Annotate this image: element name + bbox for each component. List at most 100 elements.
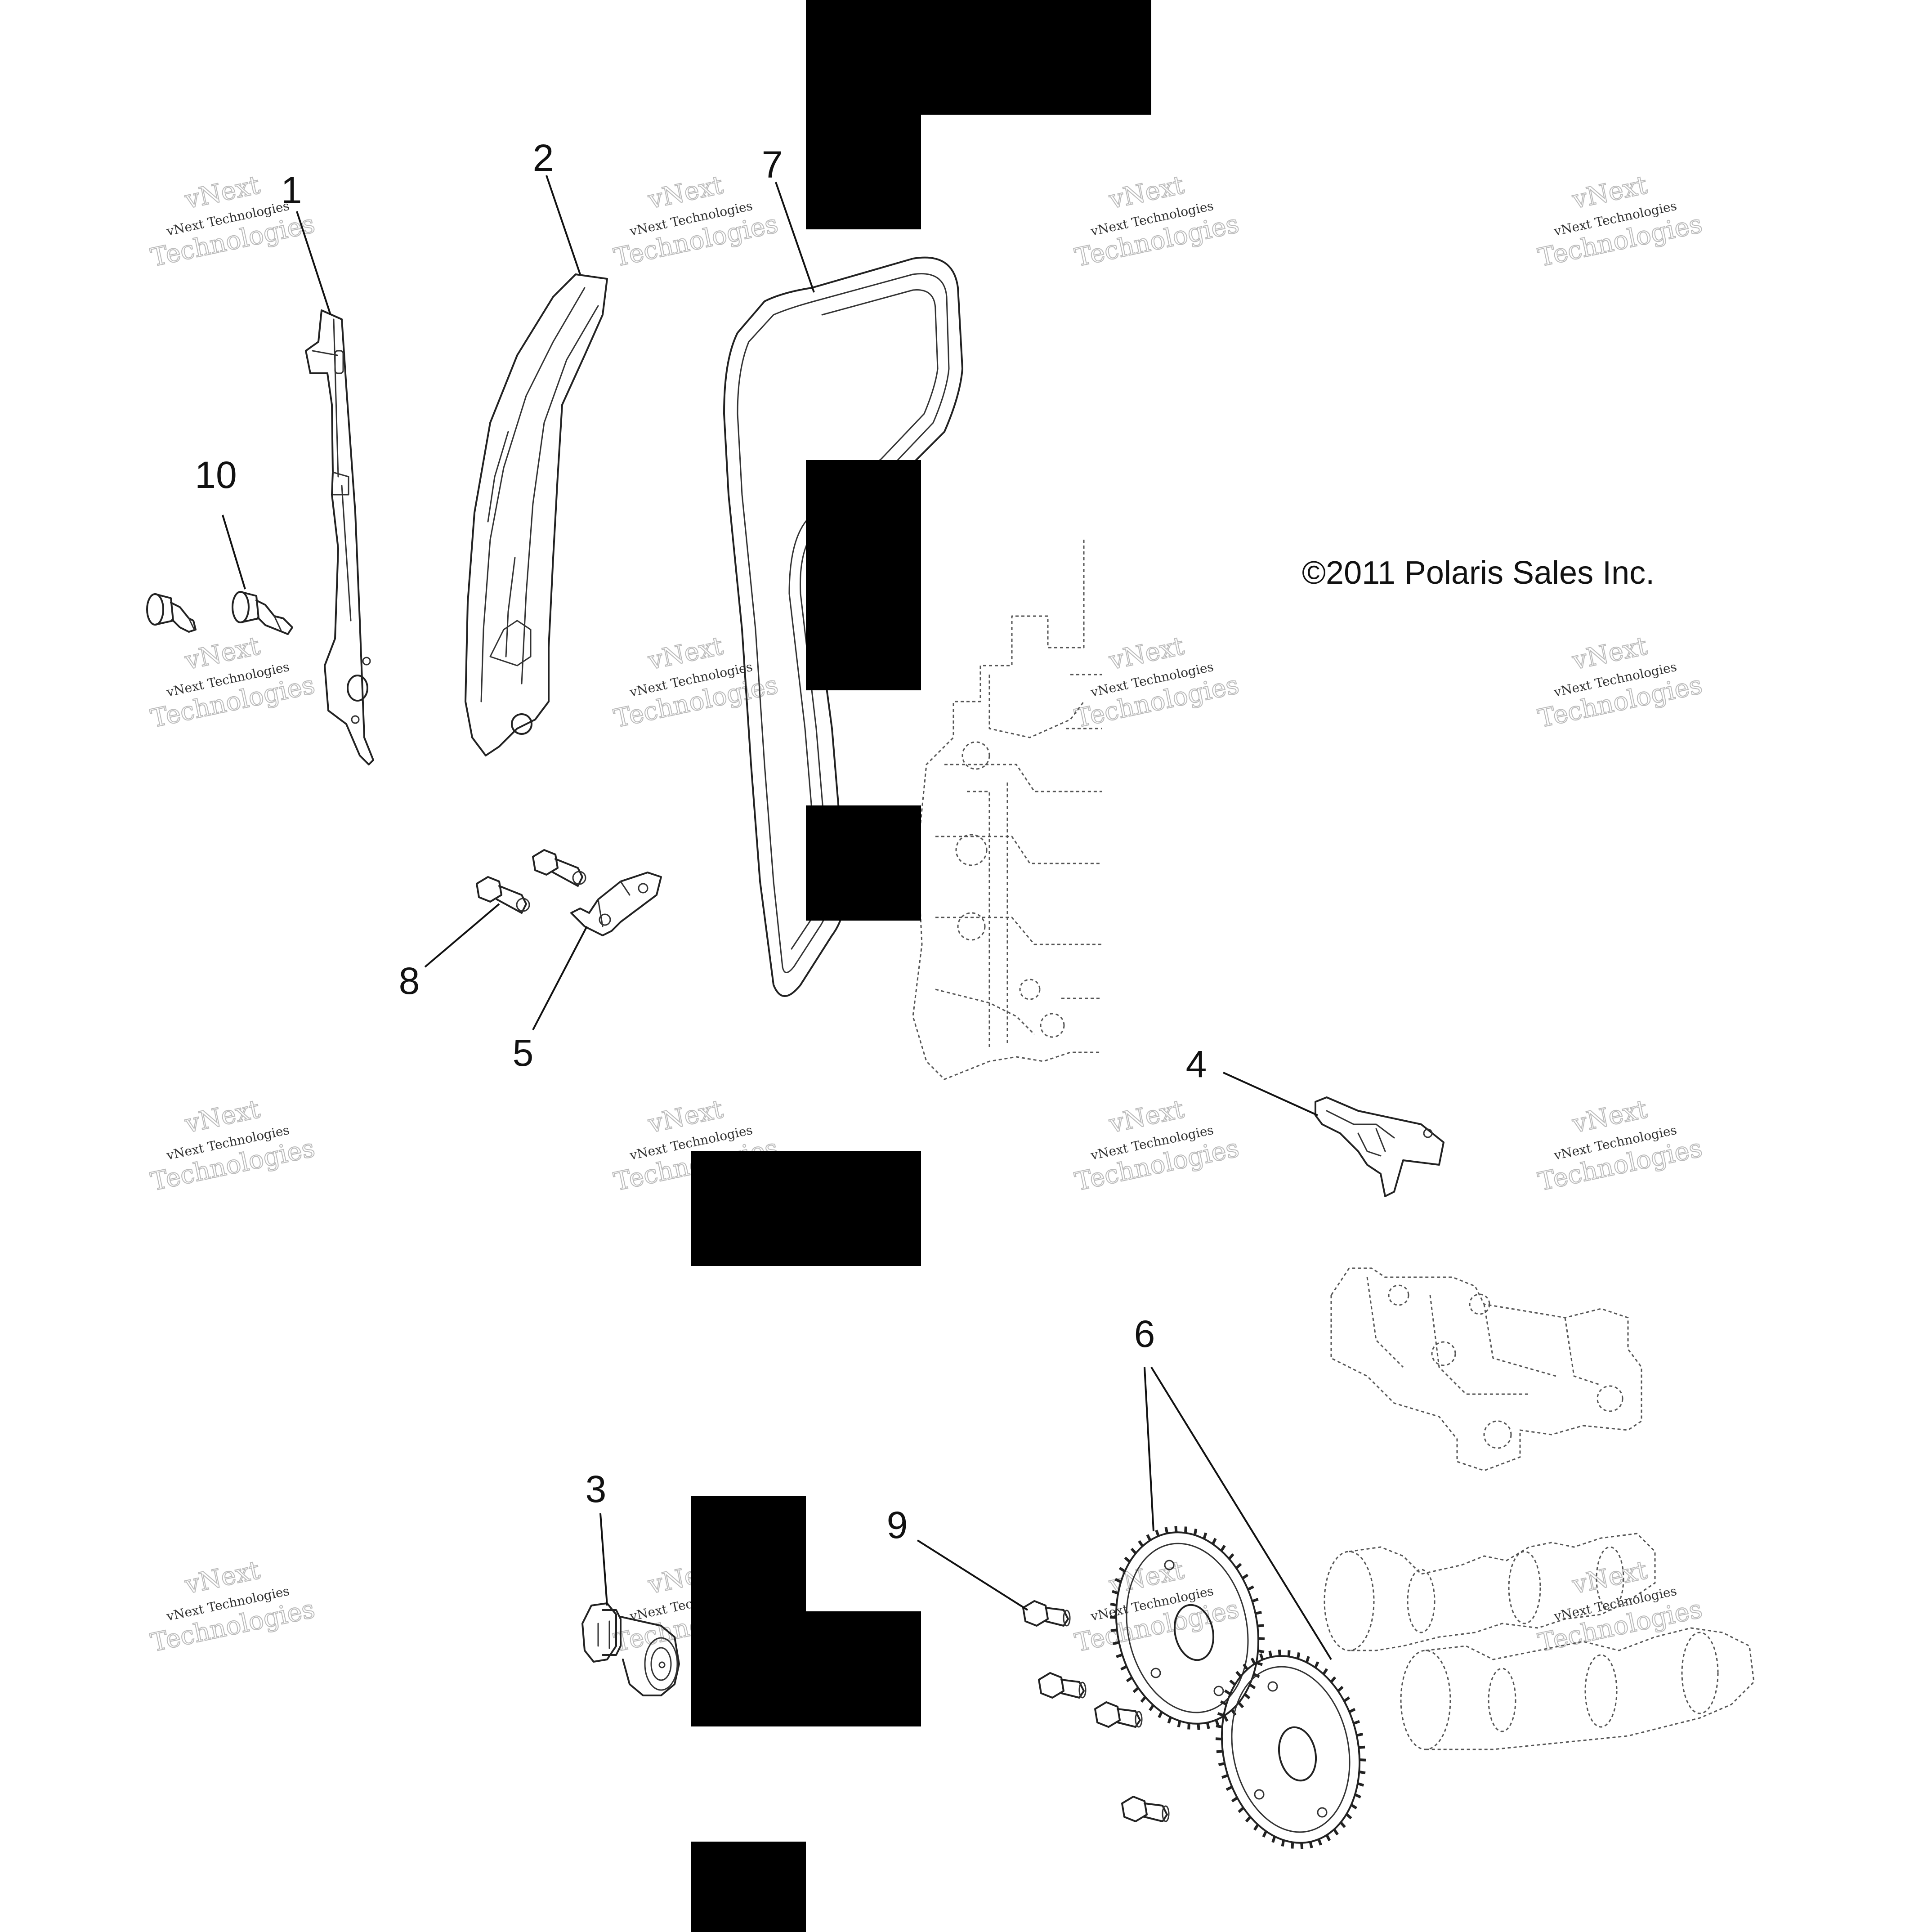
sprocket-tooth: [1238, 1807, 1244, 1813]
sprocket-tooth: [1281, 1840, 1285, 1847]
sprocket-tooth: [1249, 1683, 1256, 1690]
leader-2: [546, 175, 581, 275]
sprocket-tooth: [1291, 1842, 1294, 1849]
sprocket-tooth: [1158, 1711, 1163, 1718]
redaction-block: [806, 460, 921, 690]
sprocket-tooth: [1140, 1696, 1147, 1703]
chain-guide-bracket: [570, 872, 662, 936]
redaction-block: [806, 805, 921, 921]
sprocket-tooth: [1167, 1717, 1172, 1724]
sprocket-tooth: [1354, 1793, 1361, 1799]
cam-chain-tensioner: [581, 1602, 680, 1696]
sprocket-tooth: [1358, 1745, 1365, 1749]
leader-5: [532, 926, 588, 1030]
redaction-block: [691, 1496, 921, 1726]
leader-6b: [1150, 1366, 1332, 1660]
sprocket-tooth: [1339, 1821, 1346, 1828]
leader-4: [1223, 1072, 1318, 1116]
sprocket-tooth: [1349, 1708, 1356, 1713]
callout-labels: 1 2 3 4 5 6 7 8 9 10: [195, 137, 1207, 1546]
guide-pivot-bolts: [146, 591, 293, 635]
leader-9: [917, 1539, 1029, 1611]
cam-carrier-outline: [1330, 1267, 1642, 1471]
sprocket-tooth: [1253, 1824, 1259, 1831]
redaction-blocks: [691, 0, 1151, 1932]
sprocket-tooth: [1177, 1721, 1181, 1727]
sprocket-tooth: [1257, 1649, 1265, 1654]
sprocket-tooth: [1223, 1715, 1229, 1722]
sprocket-tooth: [1235, 1671, 1242, 1677]
sprocket-tooth: [1245, 1816, 1252, 1823]
leader-3: [599, 1513, 608, 1606]
sprocket-tooth: [1357, 1782, 1364, 1787]
leader-10: [222, 514, 246, 590]
camshaft-sprockets: [1109, 1526, 1366, 1849]
sprocket-tooth: [1258, 1637, 1265, 1640]
sprocket-tooth: [1206, 1722, 1210, 1729]
sprocket-tooth: [1218, 1762, 1225, 1767]
cam-chain-guide: [305, 309, 374, 765]
sprocket-tooth: [1118, 1566, 1126, 1573]
sprocket-tooth: [1231, 1796, 1238, 1802]
sprocket-tooth: [1322, 1668, 1328, 1675]
callout-8: 8: [399, 960, 420, 1002]
sprocket-tooth: [1230, 1709, 1237, 1716]
sprocket-tooth: [1114, 1578, 1122, 1583]
sprocket-tooth: [1243, 1663, 1248, 1670]
sprocket-tooth: [1356, 1732, 1364, 1737]
cylinder-head-outline: [912, 540, 1102, 1080]
sprocket-bolt: [1038, 1672, 1087, 1699]
sprocket-tooth: [1221, 1774, 1229, 1779]
sprocket-tooth: [1255, 1610, 1262, 1615]
callout-10: 10: [195, 454, 237, 496]
sprocket-bolt: [1094, 1701, 1143, 1728]
sprocket-tooth: [1242, 1574, 1249, 1580]
sprocket-tooth: [1229, 1679, 1236, 1686]
sprocket-tooth: [1314, 1661, 1319, 1668]
sprocket-tooth: [1343, 1696, 1351, 1703]
leader-1: [296, 211, 331, 315]
sprocket-tooth: [1224, 1689, 1231, 1695]
sprocket-tooth: [1235, 1563, 1242, 1570]
sprocket-tooth: [1350, 1803, 1358, 1810]
camshaft-sprocket-exhaust: [1215, 1650, 1366, 1849]
sprocket-tooth: [1257, 1624, 1264, 1628]
sprocket-tooth: [1268, 1650, 1273, 1658]
sprocket-tooth: [1325, 1834, 1331, 1842]
sprocket-bolt: [1121, 1796, 1170, 1822]
leader-6a: [1144, 1367, 1154, 1532]
sprocket-tooth: [1216, 1724, 1223, 1729]
redaction-block-top: [806, 0, 1151, 229]
sprocket-tooth: [1212, 1538, 1217, 1545]
sprocket-tooth: [1193, 1529, 1198, 1535]
callout-9: 9: [887, 1504, 908, 1546]
sprocket-tooth: [1337, 1686, 1344, 1692]
callout-1: 1: [281, 169, 302, 211]
sprocket-bolts: [1022, 1600, 1170, 1822]
bracket-bolts: [476, 849, 586, 914]
sprocket-tooth: [1112, 1590, 1119, 1595]
redaction-block: [691, 1151, 921, 1266]
callout-6: 6: [1134, 1313, 1155, 1355]
cam-chain-guide-upper: [1315, 1096, 1445, 1197]
sprocket-tooth: [1252, 1598, 1259, 1603]
sprocket-tooth: [1220, 1700, 1227, 1706]
sprocket-tooth: [1109, 1616, 1117, 1619]
callout-4: 4: [1186, 1043, 1207, 1085]
sprocket-tooth: [1250, 1657, 1256, 1665]
redaction-block: [691, 1842, 806, 1932]
camshaft-sprocket-intake: [1109, 1526, 1265, 1730]
sprocket-tooth: [1359, 1770, 1366, 1775]
sprocket-tooth: [1184, 1526, 1187, 1533]
callout-3: 3: [586, 1468, 607, 1510]
